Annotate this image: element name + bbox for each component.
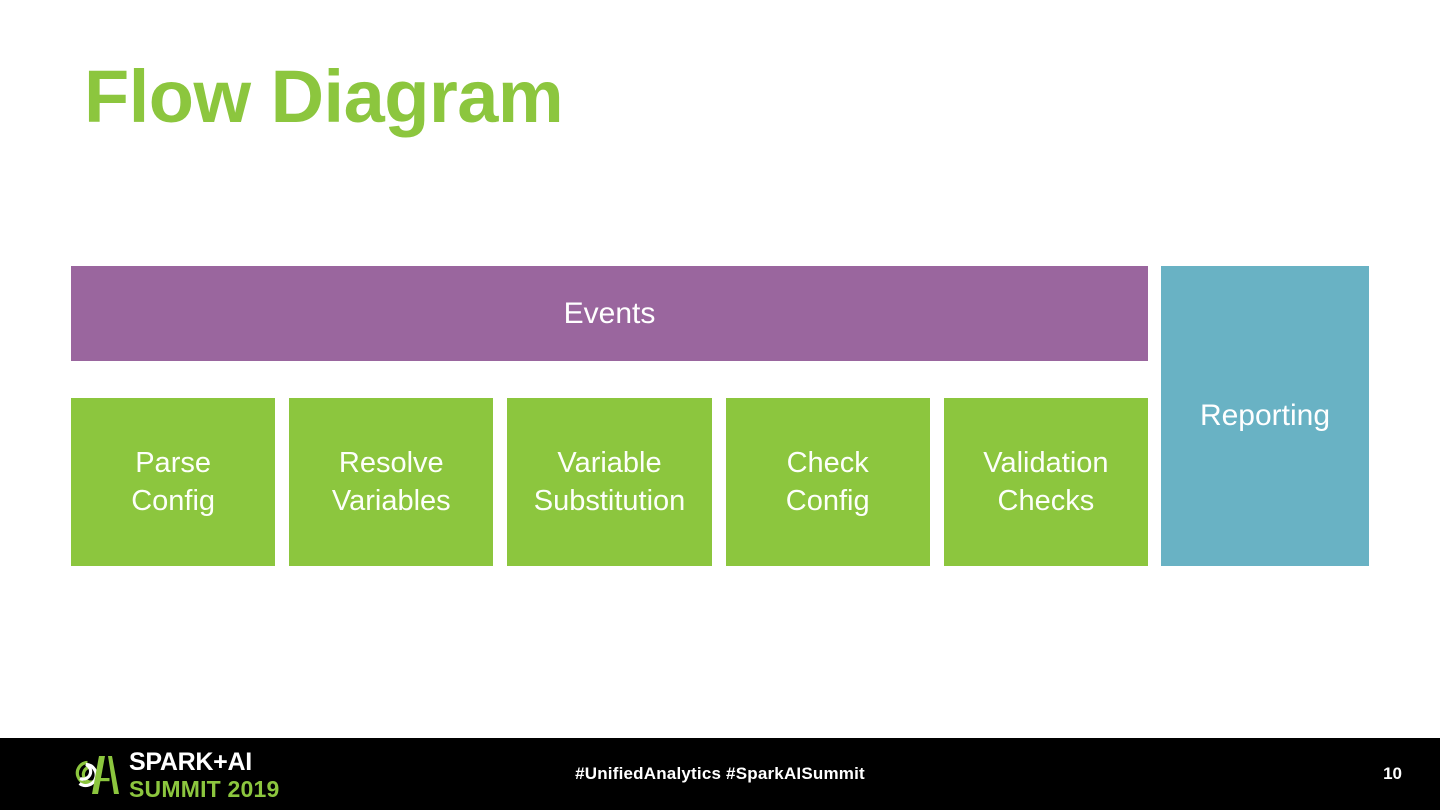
events-bar-label: Events [563, 296, 656, 330]
stage-label-line1: Parse [135, 446, 211, 479]
events-bar: Events [71, 266, 1148, 361]
stage-label-line2: Checks [997, 485, 1095, 517]
stage-box-variable-substitution[interactable]: Variable Substitution [507, 398, 712, 566]
stage-label-line1: Check [786, 446, 869, 479]
stage-row: Parse Config Resolve Variables Variable … [71, 398, 1149, 566]
brand-logo-line2: SUMMIT 2019 [129, 775, 280, 802]
stage-box-parse-config[interactable]: Parse Config [71, 398, 276, 566]
brand-logo-wordmark: SPARK+AI SUMMIT 2019 [129, 747, 280, 802]
stage-label-line2: Config [131, 485, 216, 517]
stage-box-validation-checks[interactable]: Validation Checks [943, 398, 1149, 566]
page-number: 10 [1383, 764, 1402, 783]
stage-label-line2: Variables [331, 485, 451, 517]
spark-ai-summit-spiral-logo-icon [75, 756, 119, 794]
stage-box-check-config[interactable]: Check Config [725, 398, 930, 566]
brand-logo-line1: SPARK+AI [129, 747, 252, 776]
reporting-box[interactable]: Reporting [1161, 266, 1369, 566]
stage-label-line1: Variable [557, 446, 662, 479]
stage-label-line2: Config [785, 485, 870, 517]
slide-footer: SPARK+AI SUMMIT 2019 #UnifiedAnalytics #… [0, 738, 1440, 810]
stage-label-line1: Validation [983, 446, 1109, 479]
stage-label-line1: Resolve [338, 446, 444, 479]
flow-diagram: Events Parse Config Resolve Variables Va… [71, 266, 1369, 566]
page-title: Flow Diagram [84, 55, 564, 138]
stage-box-resolve-variables[interactable]: Resolve Variables [289, 398, 494, 566]
reporting-box-label: Reporting [1199, 399, 1331, 432]
brand-logo: SPARK+AI SUMMIT 2019 [68, 747, 280, 802]
footer-hashtags: #UnifiedAnalytics #SparkAISummit [575, 764, 865, 783]
stage-label-line2: Substitution [533, 485, 686, 517]
